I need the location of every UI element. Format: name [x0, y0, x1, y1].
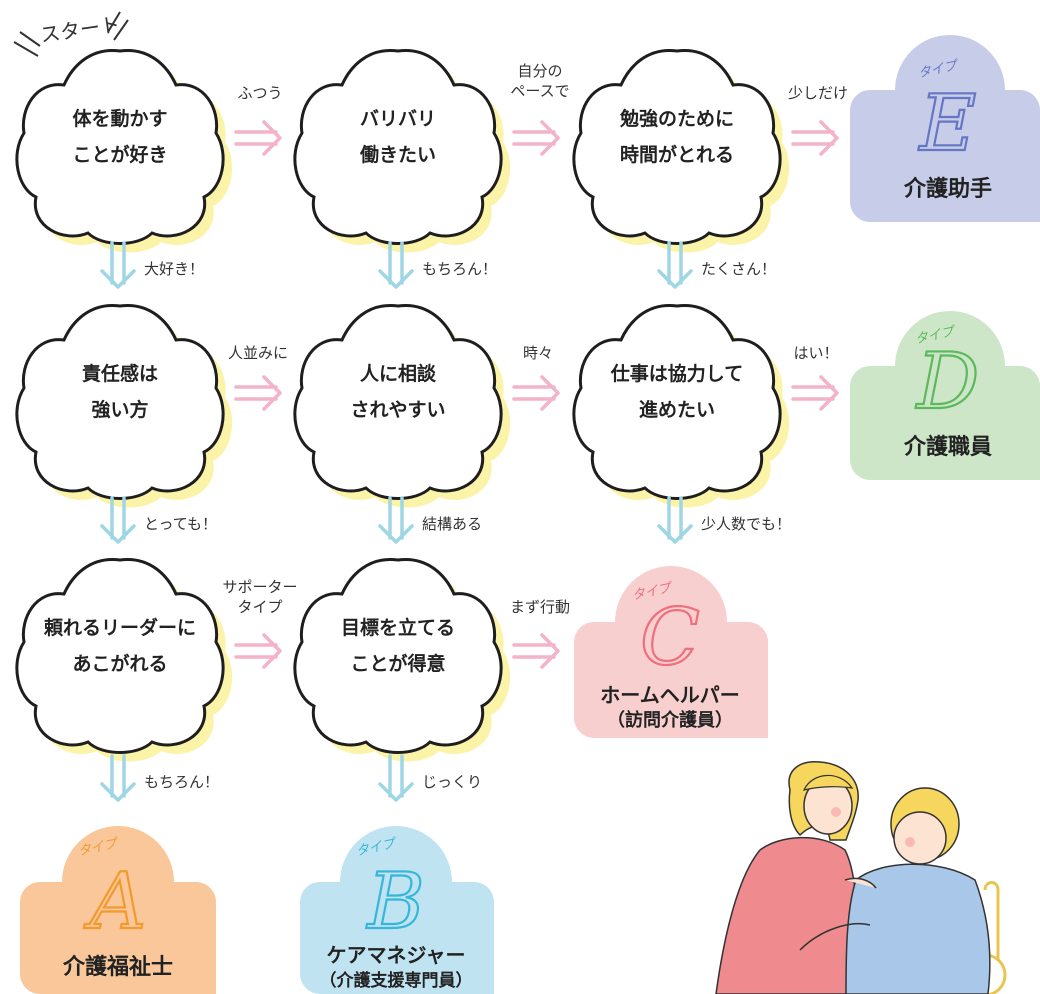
branch-label: 自分の [517, 62, 562, 80]
question-cloud-5: 人に相談 されやすい [293, 303, 511, 508]
question-line: されやすい [350, 399, 445, 421]
arrow-right-icon [791, 375, 839, 411]
branch-label: 時々 [523, 344, 553, 362]
arrow-right-icon [512, 120, 560, 156]
question-line: 体を動かす [72, 107, 167, 130]
arrow-right-icon [234, 633, 282, 669]
branch-label: 少しだけ [788, 84, 848, 102]
arrow-right-icon [234, 120, 282, 156]
branch-label: 結構ある [422, 515, 482, 533]
arrow-right-icon [791, 120, 839, 156]
arrow-down-icon [378, 754, 414, 802]
branch-label: たくさん！ [701, 260, 776, 278]
result-type-A: タイプ A 介護福祉士 [20, 826, 216, 994]
branch-label: タイプ [237, 598, 282, 616]
branch-label: とっても！ [144, 515, 217, 533]
question-line: あこがれる [72, 652, 167, 675]
branch-label: ペースで [510, 82, 569, 100]
type-letter-icon: B [365, 857, 424, 947]
branch-label: 少人数でも！ [701, 515, 791, 533]
question-line: 進めたい [639, 399, 715, 421]
branch-label: まず行動 [510, 598, 570, 616]
result-type-C: タイプ C ホームヘルパー （訪問介護員） [574, 566, 768, 738]
result-subtitle: （介護支援専門員） [320, 970, 473, 991]
result-title: 介護助手 [903, 176, 992, 202]
type-letter-icon: E [918, 79, 977, 169]
question-line: ことが好き [72, 143, 167, 166]
result-title: ホームヘルパー [600, 683, 739, 707]
type-letter-icon: A [84, 857, 146, 947]
branch-label: 人並みに [228, 344, 288, 362]
branch-label: はい！ [793, 344, 838, 362]
question-cloud-8: 目標を立てる ことが得意 [293, 557, 511, 762]
question-line: バリバリ [360, 108, 436, 130]
question-line: 仕事は協力して [610, 362, 743, 385]
question-cloud-6: 仕事は協力して 進めたい [572, 303, 790, 508]
branch-label: じっくり [422, 773, 482, 791]
type-letter-icon: C [640, 593, 700, 683]
result-type-D: タイプ D 介護職員 [850, 311, 1040, 480]
result-type-B: タイプ B ケアマネジャー （介護支援専門員） [300, 826, 494, 994]
question-line: 人に相談 [360, 362, 437, 385]
question-cloud-1: 体を動かす ことが好き [15, 48, 233, 253]
arrow-down-icon [100, 754, 136, 802]
question-line: 働きたい [359, 143, 436, 166]
result-title: 介護職員 [903, 434, 992, 460]
result-title: ケアマネジャー [327, 943, 466, 967]
arrow-right-icon [512, 633, 560, 669]
arrow-right-icon [234, 375, 282, 411]
branch-label: 大好き！ [144, 260, 204, 278]
result-subtitle: （訪問介護員） [607, 709, 733, 731]
question-line: 責任感は [82, 362, 158, 385]
question-line: ことが得意 [350, 652, 445, 675]
question-cloud-2: バリバリ 働きたい [293, 48, 511, 253]
result-type-E: タイプ E 介護助手 [850, 35, 1040, 222]
branch-label: もちろん！ [422, 260, 497, 278]
branch-label: サポーター [222, 578, 297, 596]
question-line: 時間がとれる [620, 143, 734, 166]
question-line: 目標を立てる [341, 616, 455, 639]
type-letter-icon: D [915, 337, 980, 427]
question-line: 勉強のために [619, 107, 734, 130]
question-cloud-4: 責任感は 強い方 [15, 303, 233, 508]
question-cloud-7: 頼れるリーダーに あこがれる [15, 557, 233, 762]
caregiver-illustration [715, 761, 1007, 994]
arrow-right-icon [512, 375, 560, 411]
result-title: 介護福祉士 [62, 954, 173, 980]
question-cloud-3: 勉強のために 時間がとれる [572, 48, 790, 253]
start-label: スタート [39, 12, 122, 47]
question-line: 頼れるリーダーに [44, 616, 196, 639]
branch-label: ふつう [237, 84, 282, 102]
question-line: 強い方 [91, 398, 148, 421]
branch-label: もちろん！ [144, 773, 219, 791]
